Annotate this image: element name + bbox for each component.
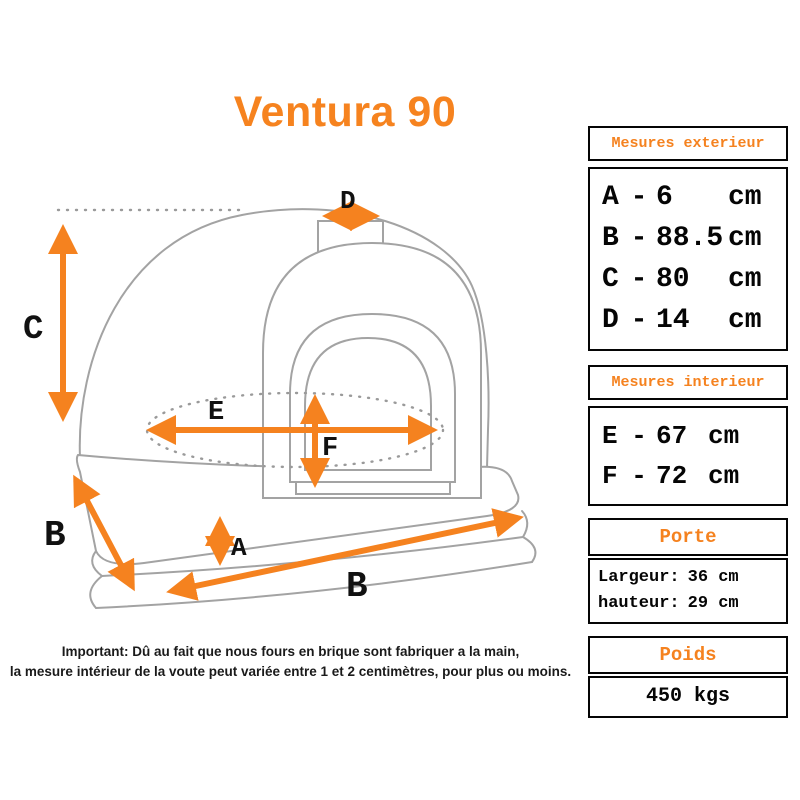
door-height-value: 29 cm xyxy=(687,594,739,613)
measure-value: 88.5 xyxy=(656,223,724,254)
dim-label-a: A xyxy=(231,533,247,563)
dim-arrow-b-depth xyxy=(73,474,135,592)
measure-row-d: D - 14 cm xyxy=(602,300,786,341)
door-header-box: Porte xyxy=(588,518,788,556)
measure-row-a: A - 6 cm xyxy=(602,177,786,218)
door-header: Porte xyxy=(659,526,717,548)
important-note: Important: Dû au fait que nous fours en … xyxy=(8,642,573,683)
oven-door-sill xyxy=(295,481,451,495)
dimension-labels-group: C D E F A B B xyxy=(23,186,368,607)
measure-unit: cm xyxy=(708,461,740,491)
door-height-label: hauteur: xyxy=(598,594,680,613)
measure-row-f: F - 72 cm xyxy=(602,456,786,496)
measure-dash: - xyxy=(630,223,648,254)
measure-value: 72 xyxy=(656,461,688,491)
weight-values-box: 450 kgs xyxy=(588,676,788,718)
weight-header-box: Poids xyxy=(588,636,788,674)
measure-letter: E xyxy=(602,421,618,451)
door-height-row: hauteur: 29 cm xyxy=(592,591,784,617)
exterior-header: Mesures exterieur xyxy=(611,135,765,152)
dim-label-b-width: B xyxy=(346,566,368,607)
door-width-label: Largeur: xyxy=(598,568,680,587)
dim-label-c: C xyxy=(23,311,43,349)
measure-row-c: C - 80 cm xyxy=(602,259,786,300)
measure-unit: cm xyxy=(728,223,762,254)
measure-letter: B xyxy=(602,223,619,254)
measure-unit: cm xyxy=(728,305,762,336)
oven-diagram-svg: C D E F A B B xyxy=(23,186,537,609)
measure-unit: cm xyxy=(728,182,762,213)
measure-value: 14 xyxy=(656,305,690,336)
measure-letter: D xyxy=(602,305,619,336)
oven-outline-group xyxy=(75,208,537,609)
measure-letter: A xyxy=(602,182,619,213)
door-values-box: Largeur: 36 cm hauteur: 29 cm xyxy=(588,558,788,624)
measure-dash: - xyxy=(631,421,647,451)
measure-dash: - xyxy=(631,461,647,491)
interior-values-box: E - 67 cm F - 72 cm xyxy=(588,406,788,506)
measure-value: 67 xyxy=(656,421,688,451)
weight-header: Poids xyxy=(659,644,717,666)
measure-dash: - xyxy=(630,264,648,295)
measure-dash: - xyxy=(630,305,648,336)
interior-header-box: Mesures interieur xyxy=(588,365,788,400)
guide-lines-group xyxy=(56,208,445,469)
oven-base-right-cap-upper xyxy=(521,510,529,538)
measure-letter: C xyxy=(602,264,619,295)
page-title: Ventura 90 xyxy=(233,88,457,136)
oven-base-right-cap-lower xyxy=(522,536,537,563)
important-note-line2: la mesure intérieur de la voute peut var… xyxy=(9,664,572,680)
oven-diagram: C D E F A B B xyxy=(10,168,575,648)
dim-label-b-depth: B xyxy=(44,515,66,556)
measure-value: 6 xyxy=(656,182,673,213)
dim-label-f: F xyxy=(322,434,338,464)
door-width-value: 36 cm xyxy=(687,568,739,587)
important-note-line1: Important: Dû au fait que nous fours en … xyxy=(61,644,520,659)
weight-value: 450 kgs xyxy=(645,685,730,708)
dim-arrow-b-width xyxy=(166,508,524,601)
measure-row-b: B - 88.5 cm xyxy=(602,218,786,259)
oven-base-left-cap-lower xyxy=(89,575,103,609)
measure-unit: cm xyxy=(708,421,740,451)
exterior-values-box: A - 6 cm B - 88.5 cm C - 80 cm D - 14 xyxy=(588,167,788,351)
measure-unit: cm xyxy=(728,264,762,295)
measure-value: 80 xyxy=(656,264,690,295)
exterior-header-box: Mesures exterieur xyxy=(588,126,788,161)
measurements-panel: Mesures exterieur A - 6 cm B - 88.5 cm C… xyxy=(588,126,788,718)
measure-dash: - xyxy=(630,182,648,213)
interior-floor-ellipse xyxy=(145,391,445,469)
dim-label-d: D xyxy=(340,186,356,216)
door-width-row: Largeur: 36 cm xyxy=(592,565,784,591)
dimension-arrows-group xyxy=(48,201,524,601)
interior-header: Mesures interieur xyxy=(611,374,765,391)
dim-label-e: E xyxy=(208,398,224,428)
oven-base-bottom-edge xyxy=(95,561,533,609)
measure-row-e: E - 67 cm xyxy=(602,416,786,456)
measure-letter: F xyxy=(602,461,618,491)
